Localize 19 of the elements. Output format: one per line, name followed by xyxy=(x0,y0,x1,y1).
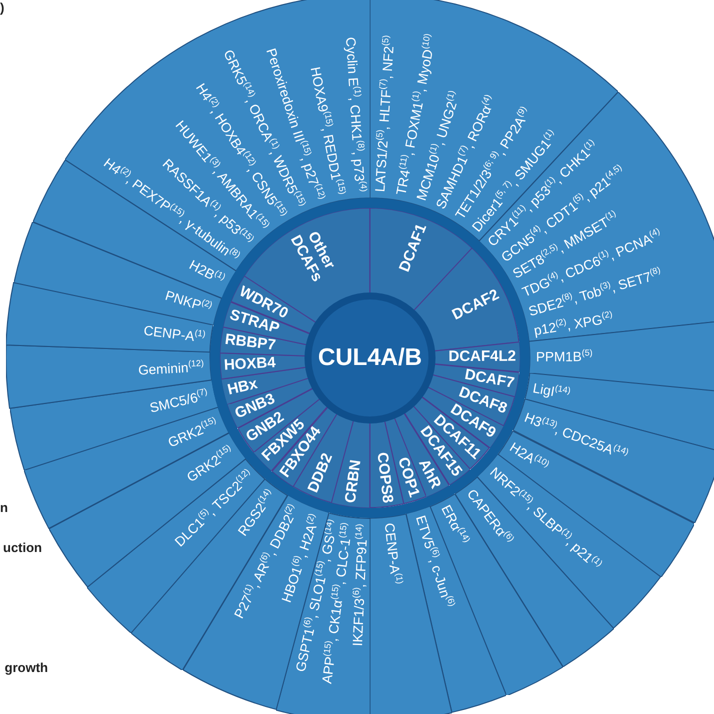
sector-label: HBx xyxy=(226,376,259,398)
sector-label: HOXB4 xyxy=(224,354,276,374)
sector-label: CRBN xyxy=(342,458,365,504)
side-text: n xyxy=(0,500,8,515)
outer-sector xyxy=(6,282,214,352)
sector-label: DCAF4L2 xyxy=(448,349,516,366)
substrate-label: Geminin$^{(12)}$ xyxy=(138,358,205,378)
side-text: ) xyxy=(0,0,4,15)
hub-circle xyxy=(304,292,436,424)
substrate-label: SMC5/6$^{(7)}$ xyxy=(148,387,210,417)
substrate-label: LigI$^{(14)}$ xyxy=(532,380,572,401)
hub-label: CUL4A/B xyxy=(318,344,422,372)
substrate-label: PNKP$^{(2)}$ xyxy=(163,288,214,316)
substrate-label: CENP-A$^{(1)}$ xyxy=(142,322,206,346)
sector-label: COPS8 xyxy=(372,452,395,504)
side-text: growth xyxy=(4,660,48,675)
substrate-label: PPM1B$^{(5)}$ xyxy=(536,348,592,366)
sector-label: RBBP7 xyxy=(224,332,277,355)
side-text: uction xyxy=(3,540,42,555)
